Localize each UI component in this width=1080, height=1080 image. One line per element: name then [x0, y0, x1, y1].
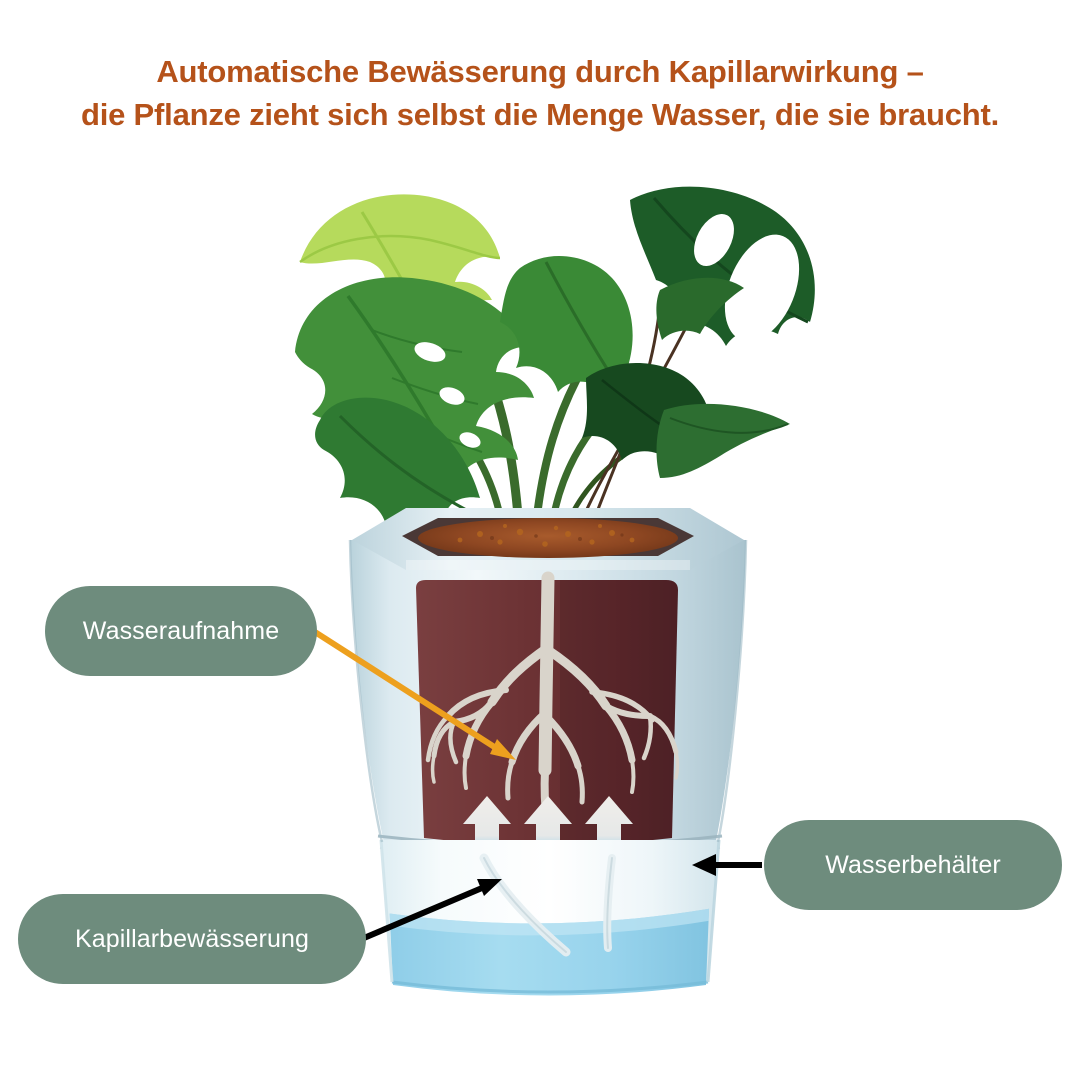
leaf-mid-left: [295, 277, 534, 486]
callout-wasserbehaelter[interactable]: Wasserbehälter: [764, 820, 1062, 910]
plant-pot: [348, 508, 748, 996]
connector-kapillar-arrow: [362, 879, 502, 941]
callout-connectors: [313, 629, 762, 941]
soil-texture: [457, 524, 635, 547]
callout-wasserbehaelter-label: Wasserbehälter: [825, 850, 1001, 879]
leaf-small-upper-right: [656, 277, 744, 340]
soil-texture-dark: [490, 533, 624, 541]
title-line-2: die Pflanze zieht sich selbst die Menge …: [80, 97, 1000, 132]
page-title: Automatische Bewässerung durch Kapillarw…: [0, 50, 1080, 136]
connector-wasserbehaelter-arrow: [692, 854, 762, 876]
root-system: [425, 571, 680, 828]
callout-wasseraufnahme[interactable]: Wasseraufnahme: [45, 586, 317, 676]
monstera-plant: [295, 186, 815, 550]
soil-surface: [418, 518, 678, 558]
callout-wasseraufnahme-label: Wasseraufnahme: [82, 616, 280, 645]
callout-kapillarbewaesserung-label: Kapillarbewässerung: [75, 924, 309, 953]
connector-wasseraufnahme-arrow: [313, 629, 516, 760]
title-line-1: Automatische Bewässerung durch Kapillarw…: [156, 54, 924, 89]
soil-cutaway-panel: [416, 571, 680, 890]
leaf-narrow-right: [656, 403, 790, 478]
water-reservoir: [379, 839, 721, 996]
callout-kapillarbewaesserung[interactable]: Kapillarbewässerung: [18, 894, 366, 984]
